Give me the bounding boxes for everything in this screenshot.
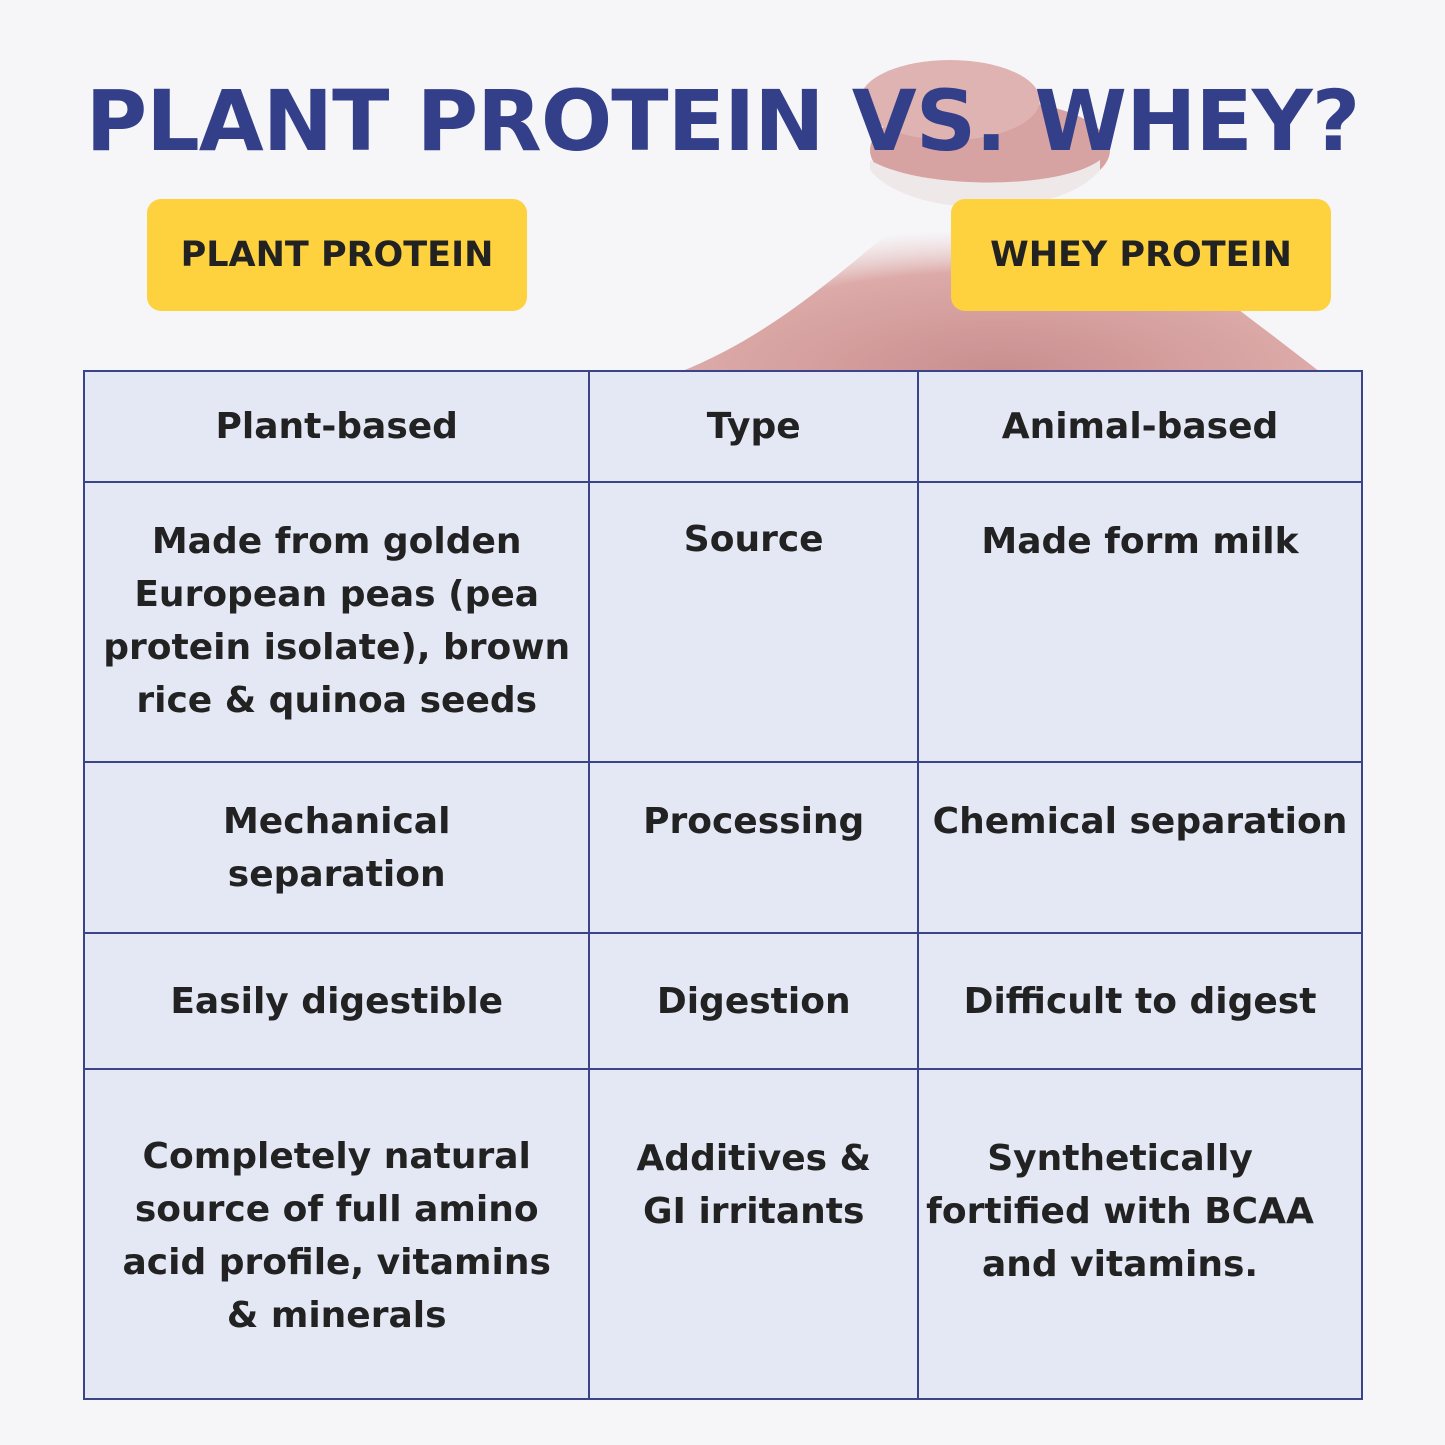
table-row: Completely natural source of full amino … [82, 1068, 1363, 1400]
table-row: Plant-based Type Animal-based [82, 370, 1363, 483]
attribute-cell: Digestion [588, 932, 919, 1070]
table-row: Mechanical separation Processing Chemica… [82, 761, 1363, 934]
plant-protein-label: PLANT PROTEIN [147, 199, 527, 311]
page-title: PLANT PROTEIN VS. WHEY? [85, 72, 1361, 170]
attribute-cell: Processing [588, 761, 919, 934]
whey-cell: Animal-based [917, 370, 1363, 483]
plant-cell: Mechanical separation [82, 761, 591, 934]
attribute-cell: Additives & GI irritants [588, 1068, 919, 1400]
whey-cell: Difficult to digest [917, 932, 1363, 1070]
whey-cell: Synthetically fortified with BCAA and vi… [917, 1068, 1363, 1400]
table-row: Easily digestible Digestion Difficult to… [82, 932, 1363, 1070]
attribute-cell: Source [588, 481, 919, 763]
plant-cell: Plant-based [82, 370, 591, 483]
plant-cell: Completely natural source of full amino … [82, 1068, 591, 1400]
table-row: Made from golden European peas (pea prot… [82, 481, 1363, 763]
attribute-cell: Type [588, 370, 919, 483]
whey-cell: Chemical separation [917, 761, 1363, 934]
plant-cell: Made from golden European peas (pea prot… [82, 481, 591, 763]
whey-cell: Made form milk [917, 481, 1363, 763]
whey-protein-label: WHEY PROTEIN [951, 199, 1331, 311]
plant-cell: Easily digestible [82, 932, 591, 1070]
comparison-table: Plant-based Type Animal-based Made from … [82, 370, 1363, 1400]
